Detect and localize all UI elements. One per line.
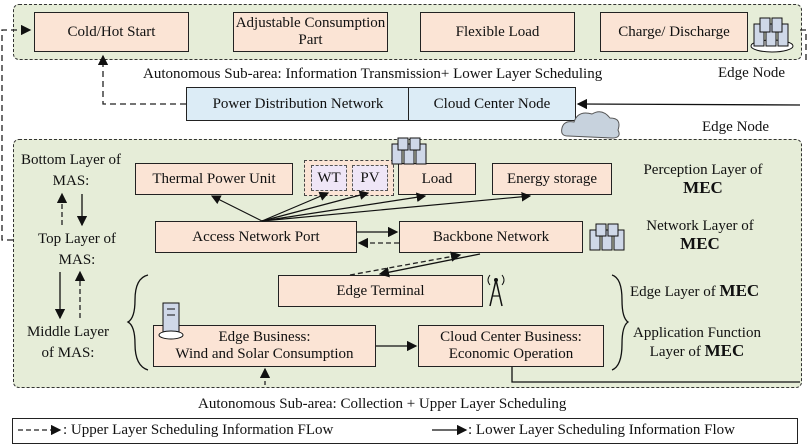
legend-upper-label: : Upper Layer Scheduling Information FLo… (63, 422, 334, 438)
edge-layer-label: Edge Layer of MEC (630, 281, 760, 301)
cloud-business-line1: Cloud Center Business: (440, 329, 582, 345)
server-cluster-icon (589, 223, 625, 251)
mas-top-label: Top Layer of MAS: (37, 231, 117, 268)
access-to-thermal (210, 195, 263, 222)
top-edge-node-label: Edge Node (718, 65, 786, 81)
top-caption: Autonomous Sub-area: Information Transmi… (143, 66, 603, 82)
edge-business-line1: Edge Business: (218, 329, 311, 345)
top-to-ccn-dashed (800, 29, 807, 62)
cloud-icon (561, 111, 620, 139)
access-to-storage (261, 192, 532, 222)
charge-discharge-box: Charge/ Discharge (600, 12, 748, 52)
pdn-to-coldstart-arrow (97, 54, 186, 105)
left-brace (126, 274, 149, 371)
power-distribution-network-box: Power Distribution Network (186, 87, 410, 121)
legend-box (12, 418, 798, 444)
server-tower-icon (158, 302, 184, 340)
access-to-wt (261, 191, 330, 222)
cloud-center-business-box: Cloud Center Business: Economic Operatio… (418, 325, 604, 367)
energy-storage-box: Energy storage (492, 163, 612, 195)
mas-bottom-label: Bottom Layer of MAS: (21, 152, 121, 189)
access-to-load (261, 192, 427, 222)
antenna-icon (487, 274, 505, 307)
backbone-network-box: Backbone Network (399, 221, 583, 253)
edge-business-box: Edge Business: Wind and Solar Consumptio… (153, 325, 376, 367)
ccb-to-right (511, 367, 800, 383)
outer-dashed-path (1, 24, 32, 241)
thermal-power-unit-box: Thermal Power Unit (135, 163, 293, 195)
bottom-edge-node-label: Edge Node (702, 119, 770, 135)
flexible-load-box: Flexible Load (420, 12, 575, 52)
cloud-business-line2: Economic Operation (448, 346, 574, 362)
load-box: Load (398, 163, 476, 195)
pv-box: PV (352, 165, 388, 191)
edge-business-line2: Wind and Solar Consumption (175, 346, 354, 362)
legend-lower-label: : Lower Layer Scheduling Information Flo… (468, 422, 736, 438)
right-brace (611, 274, 630, 371)
wt-box: WT (311, 165, 347, 191)
adjustable-consumption-box: Adjustable Consumption Part (233, 12, 388, 52)
backbone-to-edgeterm (378, 253, 481, 278)
right-to-ccn-arrow (576, 98, 801, 110)
edgeterm-to-backbone (349, 251, 462, 276)
server-cluster-icon (750, 17, 794, 53)
cloud-center-node-box: Cloud Center Node (408, 87, 576, 121)
server-cluster-icon (391, 137, 427, 165)
mas-middle-label: Middle Layer of MAS: (26, 324, 110, 361)
cold-hot-start-box: Cold/Hot Start (34, 12, 189, 52)
access-network-port-box: Access Network Port (155, 221, 357, 253)
access-to-pv (261, 190, 370, 222)
bottom-caption: Autonomous Sub-area: Collection + Upper … (198, 396, 567, 412)
